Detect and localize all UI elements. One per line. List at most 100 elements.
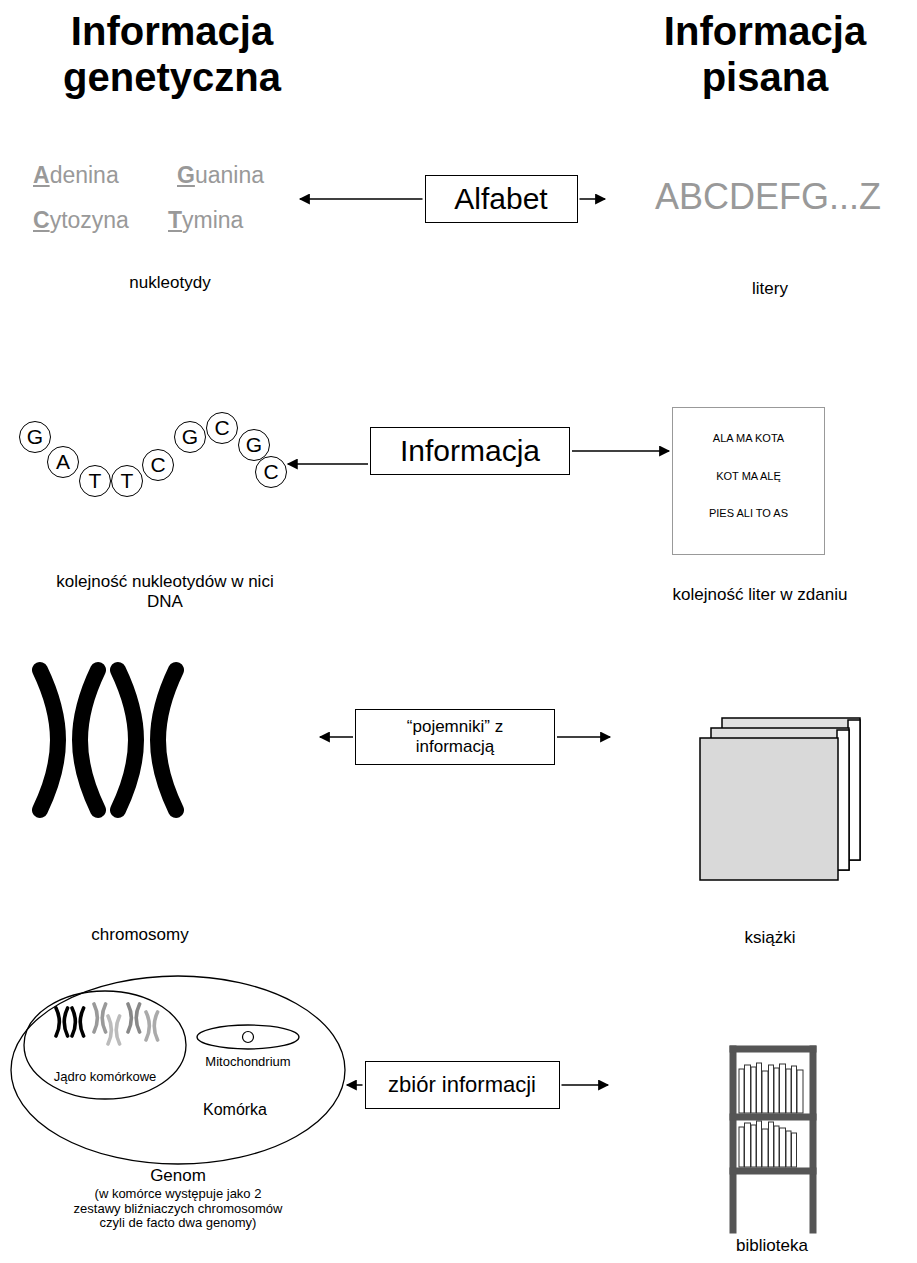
text-label: Genom [150, 1166, 206, 1186]
shelf-book [774, 1126, 779, 1167]
text-label: (w komórce występuje jako 2 zestawy bliź… [71, 1187, 286, 1231]
shelf-book [774, 1068, 779, 1113]
sentence-card: ALA MA KOTA KOT MA ALĘ PIES ALI TO AS [672, 407, 825, 555]
shelf-book [786, 1069, 791, 1113]
text-label: biblioteka [736, 1236, 808, 1256]
arrow [557, 736, 610, 738]
shelf-frame [810, 1049, 817, 1230]
text-label: ABCDEFG...Z [655, 176, 881, 217]
node-text: T [89, 469, 102, 493]
node-text: T [121, 469, 134, 493]
nucleotide-circle: C [255, 456, 287, 488]
node-text: Alfabet [454, 182, 547, 217]
nucleotide-circle: T [111, 465, 143, 497]
node-text: G [27, 425, 43, 449]
nucleotide-circle: T [79, 465, 111, 497]
node-text: Komórka [203, 1101, 267, 1119]
shelf-book [751, 1125, 756, 1167]
node-text: Informacja [400, 434, 540, 469]
shelf-frame [730, 1049, 737, 1230]
nucleotide-circle: G [19, 421, 51, 453]
shelf-frame [733, 1046, 813, 1053]
chromosome [108, 1016, 120, 1044]
node-text: G [246, 433, 262, 457]
text-label: kolejność liter w zdaniu [673, 585, 848, 605]
shelf-book [751, 1067, 756, 1113]
shelf-book [769, 1122, 774, 1167]
arrow [562, 1084, 609, 1086]
shelf-book [757, 1063, 762, 1113]
node-text: Mitochondrium [205, 1055, 290, 1070]
text-label: chromosomy [91, 925, 188, 945]
shelf-book [757, 1121, 762, 1167]
label-box: Informacja [370, 427, 570, 476]
node-text: C [150, 453, 165, 477]
node-text: G [182, 425, 198, 449]
arrow [320, 736, 353, 738]
nucleotide-circle: C [142, 449, 174, 481]
node-text: C [263, 460, 278, 484]
text-label: Cytozyna [33, 207, 129, 233]
label-box: zbiór informacji [365, 1061, 560, 1109]
shelf-book [769, 1065, 774, 1113]
nucleus-ellipse: Jądro komórkowe [23, 990, 187, 1100]
mitochondrion: Mitochondrium [196, 1024, 300, 1072]
node-text: Jądro komórkowe [54, 1070, 157, 1085]
arrow [580, 198, 606, 200]
text-label: książki [744, 928, 795, 948]
label-box: “pojemniki” z informacją [355, 709, 555, 765]
column-heading: Informacja pisana [615, 8, 915, 100]
text-label: Adenina [33, 162, 119, 188]
shelf-book [792, 1066, 797, 1113]
text-label: Tymina [168, 207, 243, 233]
book [700, 738, 838, 880]
shelf-board [733, 1168, 813, 1175]
shelf-book [745, 1065, 751, 1113]
node-text: A [56, 450, 70, 474]
arrow [300, 198, 423, 200]
book-spine [837, 730, 849, 870]
outline-ellipse [197, 1025, 299, 1049]
node-text: KOT MA ALĘ [716, 470, 781, 483]
shelf-book [786, 1131, 791, 1167]
shelf-book [739, 1127, 744, 1167]
column-heading: Informacja genetyczna [12, 8, 332, 100]
chromosome [40, 670, 98, 810]
shelf-book [792, 1133, 797, 1167]
shelf-book [780, 1128, 786, 1167]
chromosome [94, 1004, 106, 1032]
node-text: ALA MA KOTA [713, 432, 784, 445]
text-label: litery [752, 279, 788, 299]
text-label: kolejność nukleotydów w nici DNA [55, 572, 275, 613]
chromosome [56, 1008, 68, 1036]
node-text: zbiór informacji [388, 1072, 536, 1097]
chromosome [128, 1004, 140, 1032]
shelf-book [797, 1070, 803, 1113]
nucleotide-circle: A [47, 446, 79, 478]
node-text: PIES ALI TO AS [709, 507, 788, 520]
shelf-board [733, 1114, 813, 1121]
nucleotide-circle: C [206, 412, 238, 444]
chromosome [118, 670, 176, 810]
nucleotide-circle: G [174, 421, 206, 453]
text-label: nukleotydy [129, 273, 210, 293]
shelf-book [762, 1071, 768, 1113]
connector-arrow [288, 463, 368, 465]
mitochondrion-circle [243, 1032, 254, 1043]
book-spine [848, 720, 860, 860]
shelf-book [739, 1069, 744, 1113]
node-text: “pojemniki” z informacją [380, 717, 530, 756]
chromosome [72, 1008, 84, 1036]
label-box: Alfabet [425, 175, 578, 224]
shelf-book [780, 1064, 786, 1113]
outline-ellipse [11, 976, 345, 1164]
node-text: C [214, 416, 229, 440]
cell-ellipse: Komórka Jądro komórkowe Mitochondrium [10, 975, 346, 1165]
outline-ellipse [24, 991, 186, 1099]
chromosome [146, 1012, 158, 1040]
connector-arrow [572, 450, 669, 452]
text-label: Guanina [177, 162, 264, 188]
connector-arrow [347, 1084, 363, 1086]
shelf-book [762, 1129, 768, 1167]
shelf-book [745, 1123, 751, 1167]
